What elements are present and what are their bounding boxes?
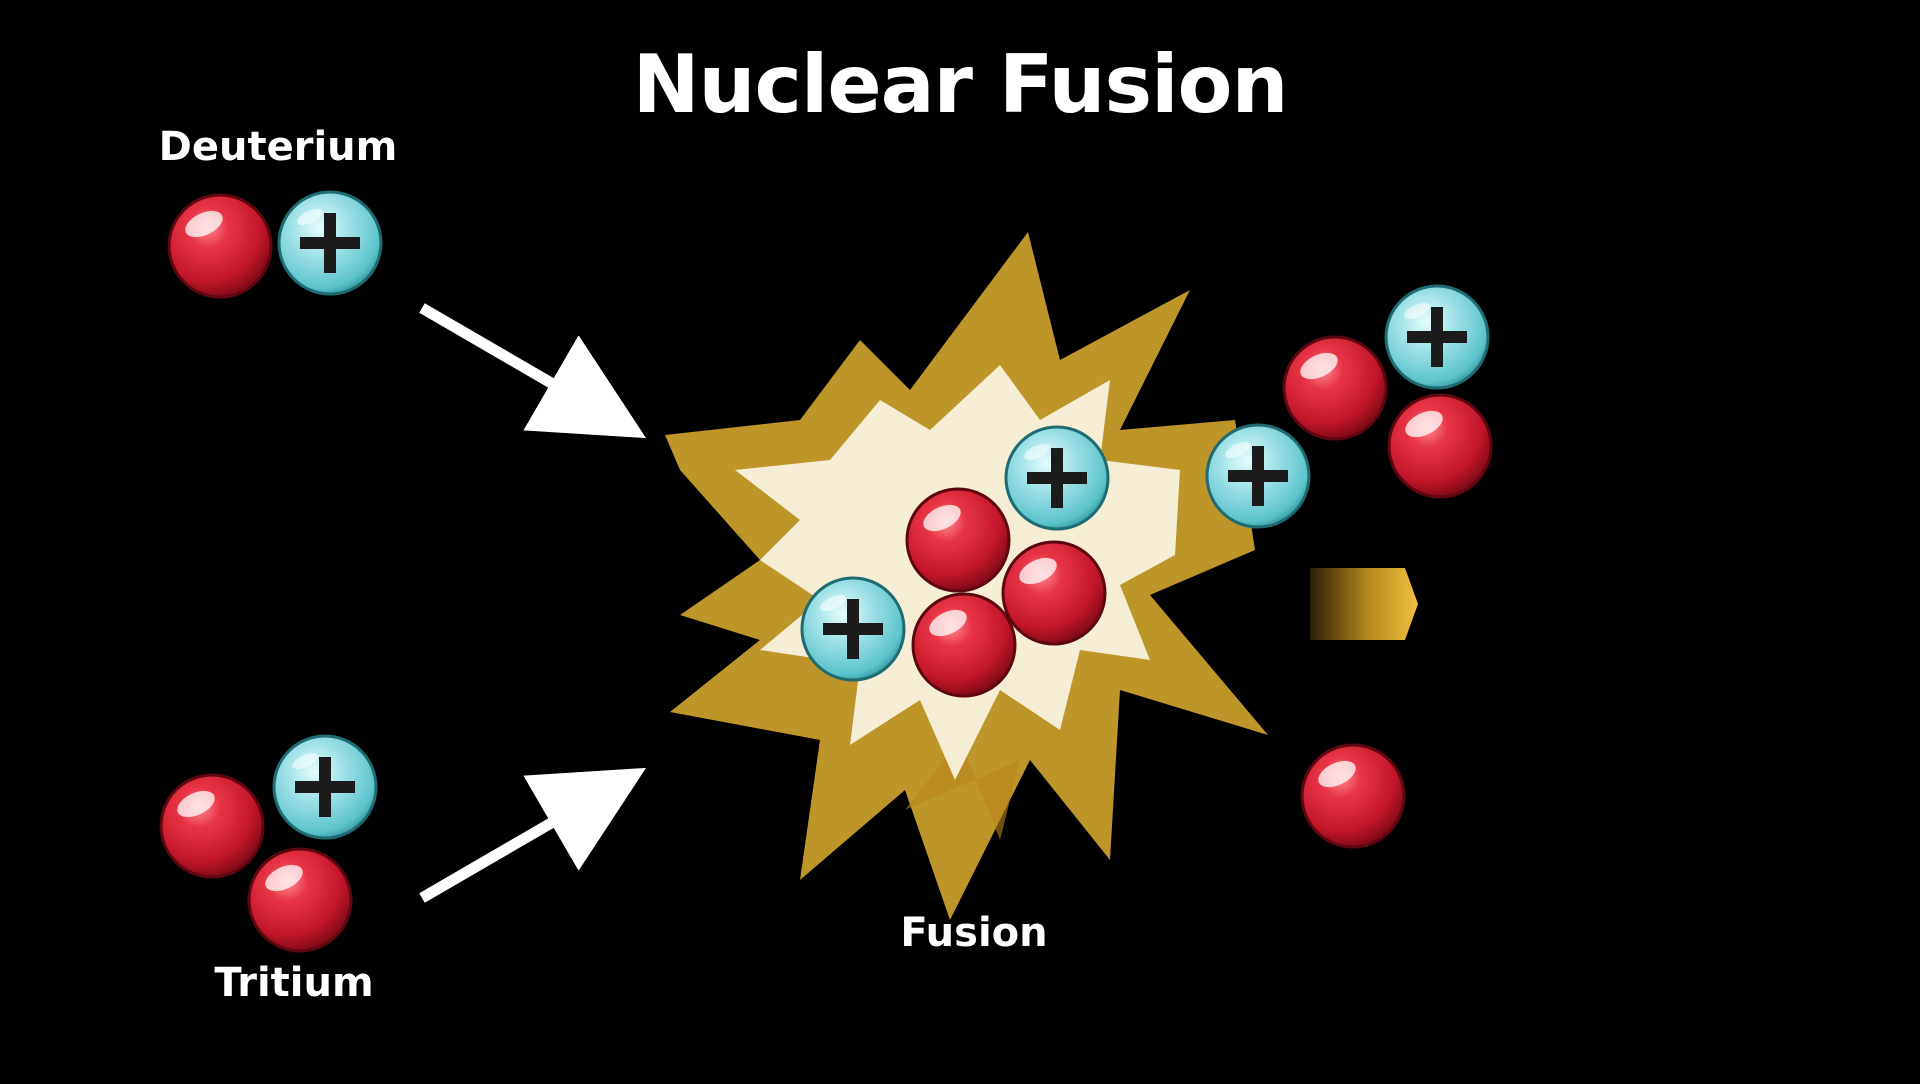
fused-neutron-icon bbox=[1001, 540, 1107, 646]
helium-nucleus bbox=[1205, 284, 1493, 529]
tritium-proton-icon bbox=[272, 734, 378, 840]
page-title: Nuclear Fusion bbox=[632, 38, 1289, 131]
fusion-label: Fusion bbox=[900, 910, 1048, 956]
tritium-nucleus bbox=[159, 734, 378, 953]
deuterium-arrow-icon bbox=[419, 303, 647, 439]
helium-proton-icon bbox=[1384, 284, 1490, 390]
helium-proton-icon bbox=[1205, 423, 1311, 529]
fused-proton-icon bbox=[800, 576, 906, 682]
fused-neutron-icon bbox=[911, 592, 1017, 698]
deuterium-nucleus bbox=[167, 190, 383, 299]
deuterium-neutron-icon bbox=[167, 193, 273, 299]
deuterium-proton-icon bbox=[277, 190, 383, 296]
fused-proton-icon bbox=[1004, 425, 1110, 531]
energy-arrow-icon bbox=[1310, 568, 1418, 640]
tritium-arrow-icon bbox=[419, 767, 647, 903]
fused-neutron-icon bbox=[905, 487, 1011, 593]
helium-neutron-icon bbox=[1387, 393, 1493, 499]
released-neutron-icon bbox=[1300, 743, 1406, 849]
tritium-neutron-icon bbox=[247, 847, 353, 953]
helium-neutron-icon bbox=[1282, 335, 1388, 441]
deuterium-label: Deuterium bbox=[158, 124, 398, 170]
tritium-label: Tritium bbox=[214, 960, 374, 1006]
tritium-neutron-icon bbox=[159, 773, 265, 879]
